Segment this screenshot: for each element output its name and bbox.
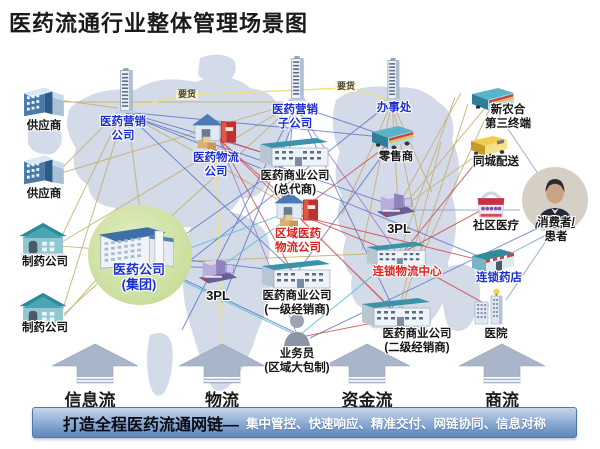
- bottom-banner: 打造全程医药流通网链— 集中管控、快速响应、精准交付、网链协同、信息对称: [32, 407, 577, 438]
- node-label-chain-logistics: 连锁物流中心: [372, 266, 442, 278]
- node-label-3pl-left: 3PL: [206, 288, 230, 303]
- node-label-supplier-2: 供应商: [26, 188, 62, 200]
- flat-building-icon: [365, 238, 427, 268]
- node-label-marketing-sub: 医药营销 子公司: [272, 104, 318, 130]
- demand-tag-right: 要货: [334, 81, 358, 92]
- node-label-commercial-first: 医药商业公司 (一级经销商): [262, 290, 332, 316]
- skyscraper-icon: [113, 68, 139, 114]
- node-label-commercial-general: 医药商业公司 (总代商): [260, 170, 330, 196]
- page-title: 医药流通行业整体管理场景图: [9, 11, 309, 36]
- factory-icon: [17, 220, 69, 258]
- node-label-retailer: 零售商: [378, 151, 414, 163]
- demand-tag-left: 要货: [175, 89, 199, 100]
- node-label-pharma-2: 制药公司: [22, 322, 68, 334]
- flow-label-commerce: 商流: [485, 391, 519, 410]
- node-label-city-delivery: 同城配送: [473, 156, 519, 168]
- hospital-buildings-icon: [471, 288, 511, 328]
- office-building-icon: [20, 84, 66, 120]
- node-label-nrcms: 新农合 第三终端: [485, 104, 531, 130]
- flat-building-icon: [360, 294, 432, 328]
- flat-building-icon: [258, 134, 330, 168]
- medical-basket-icon: [474, 186, 508, 220]
- node-label-salesman: 业务员 (区域大包制): [264, 348, 330, 374]
- node-label-marketing-co: 医药营销 公司: [100, 116, 146, 142]
- logistics-machine-icon: [195, 250, 241, 290]
- skyscraper-icon: [380, 58, 406, 102]
- node-label-3pl-right: 3PL: [387, 221, 411, 236]
- network-lines-tan: [57, 92, 493, 317]
- delivery-truck-icon: [370, 122, 416, 152]
- node-label-chain-pharmacy: 连锁药店: [476, 272, 522, 284]
- node-label-regional-logistics: 区域医药 物流公司: [275, 228, 321, 254]
- banner-headline: 打造全程医药流通网链—: [62, 416, 239, 434]
- node-label-consumer: 消费者/患者: [537, 217, 575, 243]
- flow-label-logistics: 物流: [205, 391, 239, 410]
- network-lines-yellow: [127, 87, 391, 346]
- node-label-group-co: 医药公司 (集团): [112, 262, 166, 293]
- salesman-person-icon: [282, 312, 312, 348]
- banner-tagline: 集中管控、快速响应、精准交付、网链协同、信息对称: [246, 417, 547, 431]
- warehouse-icon: [190, 110, 242, 152]
- network-lines-red: [217, 137, 490, 339]
- node-label-supplier-1: 供应商: [26, 120, 62, 132]
- node-label-logistics-co: 医药物流 公司: [193, 152, 239, 178]
- world-map: [28, 54, 480, 396]
- flow-label-info: 信息流: [64, 391, 116, 410]
- node-label-commercial-second: 医药商业公司 (二级经销商): [382, 328, 452, 354]
- skyscraper-icon: [284, 56, 310, 102]
- logistics-machine-icon: [373, 184, 419, 224]
- node-label-hospital: 医院: [484, 328, 508, 340]
- flat-building-icon: [260, 256, 332, 290]
- node-label-office: 办事处: [376, 102, 412, 114]
- node-label-pharma-1: 制药公司: [22, 256, 68, 268]
- flow-label-capital: 资金流: [341, 391, 393, 410]
- office-building-icon: [20, 152, 66, 188]
- network-lines-purple: [219, 104, 396, 333]
- node-label-community-medical: 社区医疗: [473, 220, 519, 232]
- flow-arrows: [51, 343, 546, 384]
